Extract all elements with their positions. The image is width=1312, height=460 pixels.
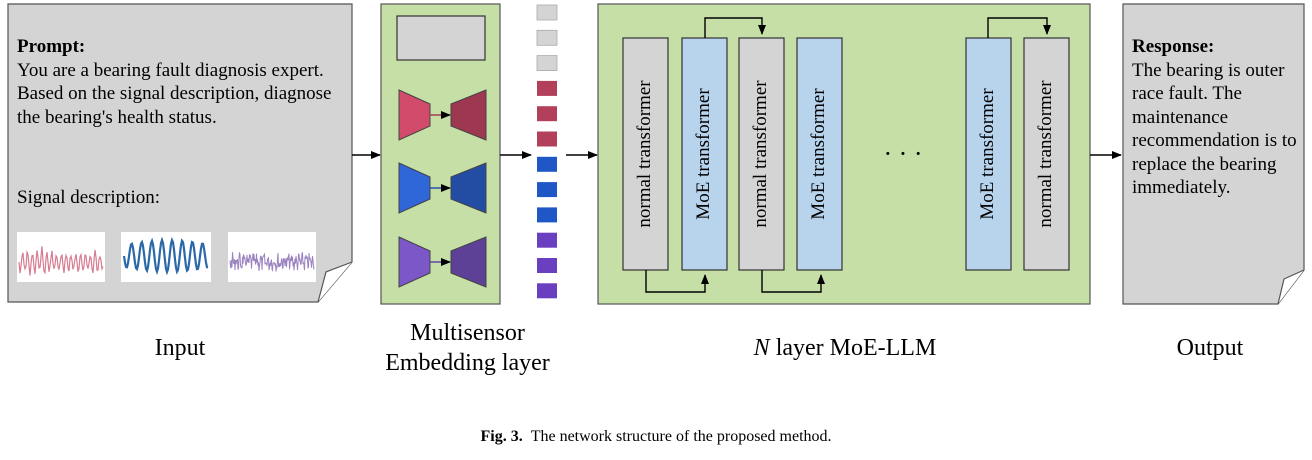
response-body: The bearing is outer race fault. The mai…	[1132, 59, 1297, 199]
encoder-red-right	[450, 89, 487, 141]
encoder-red-left	[398, 89, 431, 141]
response-text: Response: The bearing is outer race faul…	[1132, 35, 1300, 200]
transformer-block-label: normal transformer	[634, 80, 655, 228]
encoder-blue-right	[450, 162, 487, 214]
transformer-block-label: normal transformer	[1035, 80, 1056, 228]
llm-ellipsis: · · ·	[884, 139, 923, 168]
transformer-block-label: MoE transformer	[693, 88, 714, 220]
prompt-heading: Prompt:	[17, 36, 86, 57]
embedding-token	[537, 207, 557, 223]
output-label: Output	[1176, 335, 1244, 361]
embedding-token	[537, 182, 557, 198]
encoder-purple-right	[450, 236, 487, 288]
normal-transformer-block	[622, 37, 669, 271]
signal-waveform-1	[18, 246, 104, 276]
signal-waveform-2	[122, 236, 209, 276]
embedding-label-line2: Embedding layer	[385, 350, 550, 376]
embedding-token	[537, 80, 557, 96]
encoder-blue-left	[398, 162, 431, 214]
embedding-token	[536, 4, 558, 21]
residual-top-2	[987, 17, 1051, 38]
caption-figure-number: Fig. 3.	[480, 428, 523, 445]
signal-waveform-3	[229, 252, 315, 272]
embedding-token	[536, 29, 558, 46]
embedding-label: Multisensor Embedding layer	[350, 318, 585, 378]
embedding-label-line1: Multisensor	[410, 320, 525, 346]
figure-caption: Fig. 3. The network structure of the prop…	[0, 428, 1312, 446]
embedding-token	[537, 131, 557, 147]
residual-bottom-1	[645, 270, 709, 293]
residual-top-1	[704, 17, 766, 38]
moe-transformer-block	[681, 37, 728, 271]
encoder-purple-left	[398, 236, 431, 288]
moe-transformer-block	[965, 37, 1012, 271]
prompt-text: Prompt: You are a bearing fault diagnosi…	[17, 35, 347, 129]
input-document-fold	[317, 261, 353, 303]
embedding-text-slot	[396, 15, 486, 61]
residual-bottom-2	[761, 270, 825, 293]
transformer-block-label: normal transformer	[750, 80, 771, 228]
llm-box	[597, 3, 1091, 305]
embedding-token	[537, 106, 557, 122]
caption-text: The network structure of the proposed me…	[530, 428, 832, 445]
input-label: Input	[154, 335, 206, 361]
normal-transformer-block	[738, 37, 785, 271]
transformer-block-label: MoE transformer	[808, 88, 829, 220]
embedding-token	[537, 156, 557, 172]
normal-transformer-block	[1023, 37, 1070, 271]
transformer-block-label: MoE transformer	[977, 88, 998, 220]
embedding-token	[537, 283, 557, 299]
output-document-fold	[1277, 269, 1305, 305]
signal-description-label: Signal description:	[17, 187, 161, 208]
prompt-body: You are a bearing fault diagnosis expert…	[17, 59, 332, 128]
response-heading: Response:	[1132, 36, 1215, 57]
llm-label: N layer MoE-LLM	[680, 333, 1010, 363]
embedding-token	[537, 258, 557, 273]
llm-label-rest: layer MoE-LLM	[769, 335, 937, 361]
moe-transformer-block	[796, 37, 843, 271]
embedding-token	[536, 55, 558, 71]
llm-label-n: N	[753, 335, 770, 361]
embedding-token	[537, 232, 557, 248]
